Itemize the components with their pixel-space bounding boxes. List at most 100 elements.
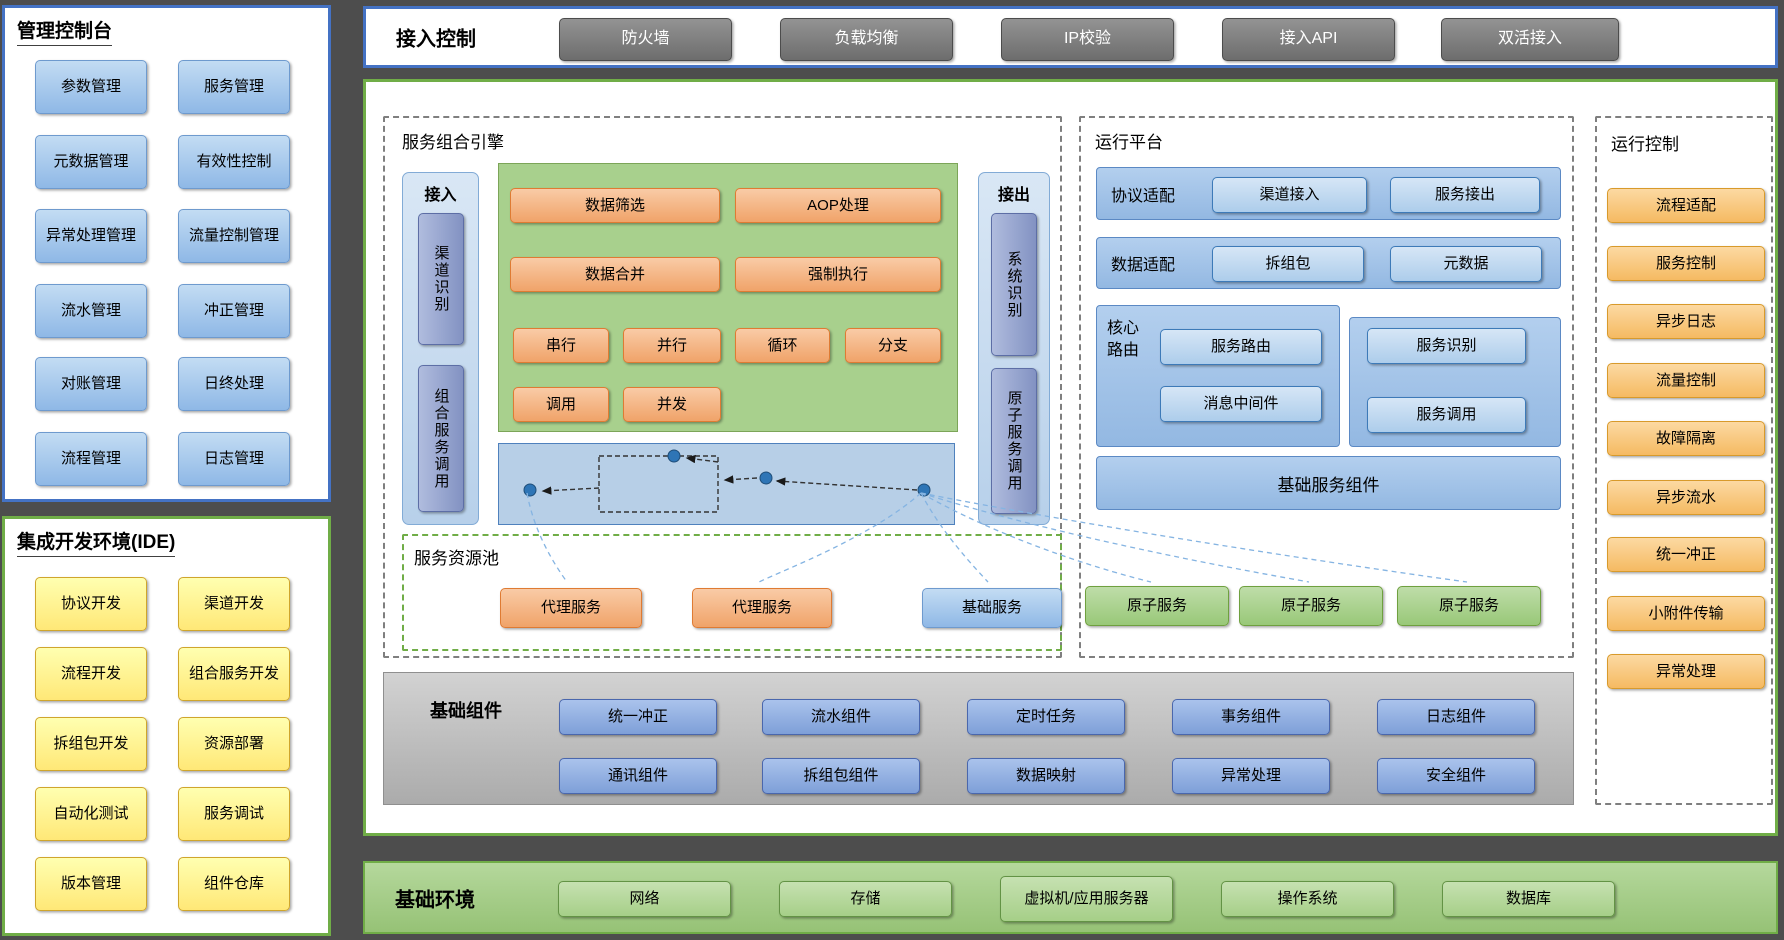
- ide-item: 组合服务开发: [178, 647, 290, 701]
- ide-title: 集成开发环境(IDE): [17, 527, 176, 557]
- engine-op-item: 数据筛选: [510, 188, 720, 223]
- access-control-title: 接入控制: [396, 28, 476, 51]
- environment-item: 虚拟机/应用服务器: [1000, 876, 1173, 922]
- atomic-service-item: 原子服务: [1085, 586, 1229, 626]
- runtime-control-title: 运行控制: [1611, 135, 1679, 154]
- atomic-service-item: 原子服务: [1397, 586, 1541, 626]
- component-item: 统一冲正: [559, 699, 717, 735]
- management-console-panel: 管理控制台 参数管理 服务管理 元数据管理 有效性控制 异常处理管理 流量控制管…: [2, 5, 331, 502]
- ide-item: 组件仓库: [178, 857, 290, 911]
- console-item: 异常处理管理: [35, 209, 147, 263]
- engine-ops-box: 数据筛选 AOP处理 数据合并 强制执行 串行 并行 循环 分支 调用 并发: [498, 163, 958, 432]
- engine-op-item: 强制执行: [735, 257, 941, 292]
- side-item: 服务调用: [1367, 397, 1526, 433]
- flow-diagram: [523, 449, 931, 513]
- ide-item: 渠道开发: [178, 577, 290, 631]
- core-routing-item: 服务路由: [1160, 329, 1322, 365]
- component-item: 日志组件: [1377, 699, 1535, 735]
- component-item: 拆组包组件: [762, 758, 920, 794]
- engine-op-item: 并行: [623, 328, 721, 363]
- control-item: 小附件传输: [1607, 596, 1765, 631]
- control-item: 流量控制: [1607, 363, 1765, 398]
- console-item: 有效性控制: [178, 135, 290, 189]
- control-item: 异步流水: [1607, 480, 1765, 515]
- data-adapter-label: 数据适配: [1111, 257, 1176, 274]
- engine-outlet-title: 接出: [997, 187, 1030, 204]
- environment-item: 数据库: [1442, 881, 1615, 917]
- protocol-item: 渠道接入: [1212, 177, 1367, 213]
- console-item: 日志管理: [178, 432, 290, 486]
- basic-environment-title: 基础环境: [395, 889, 475, 911]
- component-item: 异常处理: [1172, 758, 1330, 794]
- access-item: IP校验: [1001, 18, 1174, 61]
- console-item: 冲正管理: [178, 284, 290, 338]
- component-item: 数据映射: [967, 758, 1125, 794]
- console-item: 日终处理: [178, 357, 290, 411]
- ide-item: 协议开发: [35, 577, 147, 631]
- ide-item: 服务调试: [178, 787, 290, 841]
- engine-op-item: 调用: [513, 387, 609, 422]
- side-item: 服务识别: [1367, 328, 1526, 364]
- composition-engine-box: 服务组合引擎 接入 渠道识别 组合服务调用 数据筛选 AOP处理 数据合并 强制…: [383, 116, 1062, 658]
- inlet-item: 组合服务调用: [418, 365, 464, 512]
- service-pool-title: 服务资源池: [414, 549, 499, 568]
- atomic-service-item: 原子服务: [1239, 586, 1383, 626]
- console-item: 服务管理: [178, 60, 290, 114]
- basic-components-title: 基础组件: [430, 701, 502, 721]
- composition-engine-title: 服务组合引擎: [402, 133, 504, 152]
- engine-op-item: 串行: [513, 328, 609, 363]
- console-item: 流量控制管理: [178, 209, 290, 263]
- access-item: 接入API: [1222, 18, 1395, 61]
- engine-op-item: 分支: [845, 328, 941, 363]
- core-routing-box: 核心路由 服务路由 消息中间件: [1096, 305, 1340, 447]
- control-item: 故障隔离: [1607, 421, 1765, 456]
- core-routing-item: 消息中间件: [1160, 386, 1322, 422]
- component-item: 流水组件: [762, 699, 920, 735]
- base-service-components-bar: 基础服务组件: [1096, 456, 1561, 510]
- component-item: 安全组件: [1377, 758, 1535, 794]
- environment-item: 操作系统: [1221, 881, 1394, 917]
- control-item: 统一冲正: [1607, 537, 1765, 572]
- pool-item: 代理服务: [500, 588, 642, 628]
- service-pool-box: 服务资源池 代理服务 代理服务 基础服务: [402, 534, 1062, 651]
- data-adapter-item: 元数据: [1390, 246, 1542, 282]
- ide-item: 资源部署: [178, 717, 290, 771]
- access-item: 负载均衡: [780, 18, 953, 61]
- console-item: 流程管理: [35, 432, 147, 486]
- main-platform-panel: 服务组合引擎 接入 渠道识别 组合服务调用 数据筛选 AOP处理 数据合并 强制…: [363, 79, 1778, 836]
- outlet-item: 原子服务调用: [991, 368, 1037, 514]
- control-item: 服务控制: [1607, 246, 1765, 281]
- access-item: 双活接入: [1441, 18, 1619, 61]
- runtime-platform-title: 运行平台: [1095, 133, 1163, 152]
- engine-inlet-title: 接入: [424, 187, 457, 204]
- console-item: 参数管理: [35, 60, 147, 114]
- ide-item: 自动化测试: [35, 787, 147, 841]
- access-control-bar: 接入控制 防火墙 负载均衡 IP校验 接入API 双活接入: [363, 6, 1778, 68]
- ide-item: 流程开发: [35, 647, 147, 701]
- data-adapter-box: 数据适配 拆组包 元数据: [1096, 237, 1561, 289]
- core-routing-label: 核心路由: [1107, 320, 1140, 359]
- environment-item: 网络: [558, 881, 731, 917]
- console-item: 元数据管理: [35, 135, 147, 189]
- runtime-platform-box: 运行平台 协议适配 渠道接入 服务接出 数据适配 拆组包 元数据 核心路由 服务…: [1079, 116, 1574, 658]
- protocol-adapter-box: 协议适配 渠道接入 服务接出: [1096, 167, 1561, 220]
- pool-item: 基础服务: [922, 588, 1062, 628]
- management-console-title: 管理控制台: [17, 16, 113, 46]
- basic-environment-bar: 基础环境 网络 存储 虚拟机/应用服务器 操作系统 数据库: [363, 861, 1778, 934]
- service-routing-side-box: 服务识别 服务调用: [1349, 317, 1561, 447]
- inlet-item: 渠道识别: [418, 213, 464, 345]
- control-item: 异步日志: [1607, 304, 1765, 339]
- outlet-item: 系统识别: [991, 213, 1037, 356]
- engine-op-item: AOP处理: [735, 188, 941, 223]
- data-adapter-item: 拆组包: [1212, 246, 1364, 282]
- protocol-adapter-label: 协议适配: [1111, 187, 1176, 205]
- ide-panel: 集成开发环境(IDE) 协议开发 渠道开发 流程开发 组合服务开发 拆组包开发 …: [2, 516, 331, 936]
- environment-item: 存储: [779, 881, 952, 917]
- engine-outlet-panel: 接出 系统识别 原子服务调用: [978, 172, 1050, 525]
- component-item: 通讯组件: [559, 758, 717, 794]
- engine-op-item: 数据合并: [510, 257, 720, 292]
- engine-inlet-panel: 接入 渠道识别 组合服务调用: [402, 172, 479, 525]
- control-item: 异常处理: [1607, 654, 1765, 689]
- basic-components-box: 基础组件 统一冲正 流水组件 定时任务 事务组件 日志组件 通讯组件 拆组包组件…: [383, 672, 1574, 805]
